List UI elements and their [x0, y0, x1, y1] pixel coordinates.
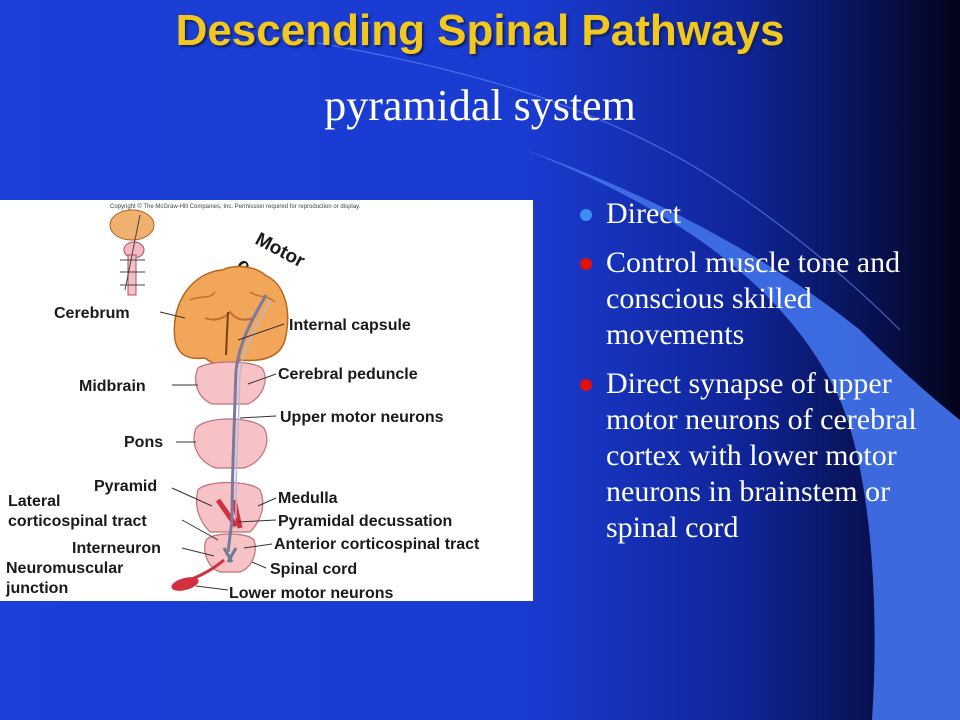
label-pyramid: Pyramid	[94, 478, 157, 495]
slide-subtitle: pyramidal system	[324, 81, 636, 130]
label-corticospinal-tract: corticospinal tract	[8, 513, 147, 530]
bullet-dot-icon	[580, 379, 592, 391]
pathway-highlight	[235, 299, 271, 519]
medulla-illustration	[195, 481, 264, 533]
muscle-illustration	[171, 577, 199, 591]
midbrain-illustration	[195, 361, 266, 405]
label-midbrain: Midbrain	[79, 378, 146, 395]
label-junction: junction	[5, 580, 68, 597]
label-cerebrum: Cerebrum	[54, 305, 130, 322]
label-spinal-cord: Spinal cord	[270, 561, 357, 578]
bullet-list: Direct Control muscle tone and conscious…	[580, 196, 950, 559]
leader-lines	[159, 311, 285, 591]
swoosh-band	[520, 148, 960, 720]
label-upper-motor-neurons: Upper motor neurons	[280, 409, 444, 426]
label-pyramidal-decussation: Pyramidal decussation	[278, 513, 452, 530]
spinal-gray-matter	[222, 547, 238, 563]
label-lower-motor-neurons: Lower motor neurons	[229, 585, 394, 601]
bullet-dot-icon	[580, 209, 592, 221]
pyramidal-pathway-figure: Copyright © The McGraw-Hill Companies, I…	[0, 200, 533, 601]
label-internal-capsule: Internal capsule	[289, 317, 411, 334]
upper-motor-neuron-path	[226, 294, 268, 553]
label-lateral: Lateral	[8, 493, 60, 510]
bullet-item: Control muscle tone and conscious skille…	[580, 245, 950, 353]
label-neuromuscular: Neuromuscular	[6, 560, 123, 577]
bullet-item: Direct	[580, 196, 950, 232]
figure-svg: Copyright © The McGraw-Hill Companies, I…	[5, 203, 480, 601]
figure-copyright: Copyright © The McGraw-Hill Companies, I…	[110, 203, 361, 210]
bullet-text: Control muscle tone and conscious skille…	[606, 246, 901, 351]
cerebrum-illustration	[173, 265, 289, 367]
motor-label: Motor	[252, 229, 309, 273]
label-medulla: Medulla	[278, 490, 338, 507]
slide-title: Descending Spinal Pathways	[175, 6, 785, 55]
swoosh-thin-line	[299, 39, 901, 331]
bullet-text: Direct	[606, 197, 681, 230]
label-interneuron: Interneuron	[72, 540, 161, 557]
bullet-dot-icon	[580, 258, 592, 270]
bullet-item: Direct synapse of upper motor neurons of…	[580, 366, 950, 546]
label-pons: Pons	[124, 434, 163, 451]
pons-illustration	[193, 418, 268, 469]
reference-brain-icon	[109, 209, 155, 296]
label-cerebral-peduncle: Cerebral peduncle	[278, 366, 418, 383]
bullet-text: Direct synapse of upper motor neurons of…	[606, 367, 917, 544]
label-anterior-corticospinal-tract: Anterior corticospinal tract	[274, 536, 480, 553]
